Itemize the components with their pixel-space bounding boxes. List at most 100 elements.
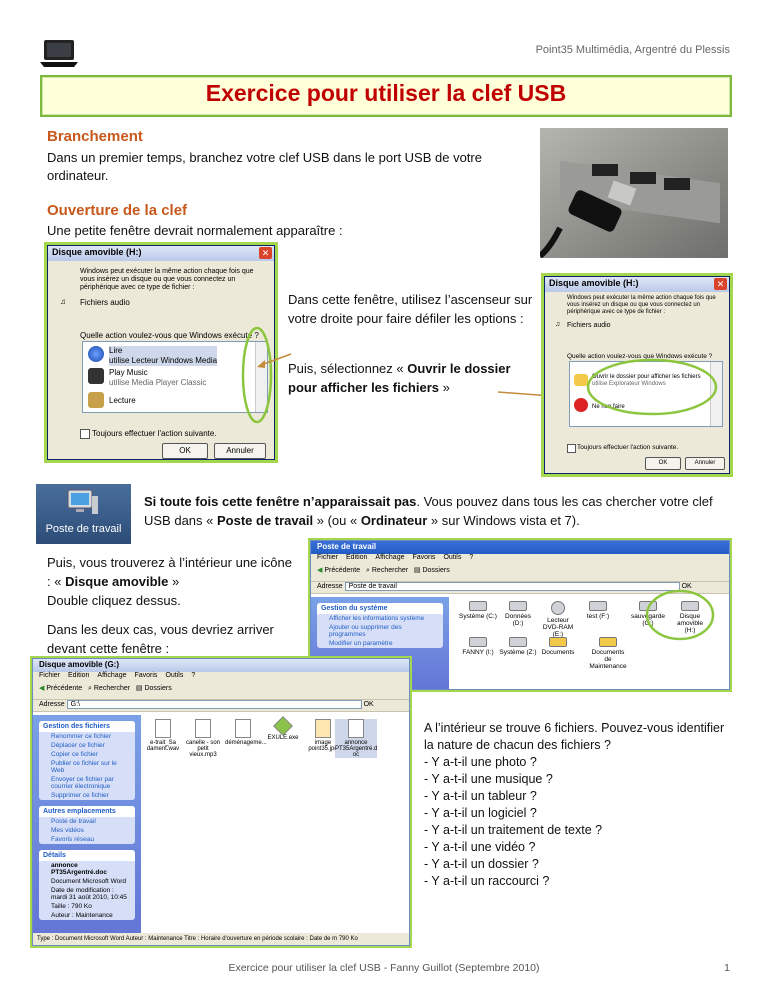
file-shortcut[interactable]: déménageme... — [225, 719, 267, 746]
side-item-network[interactable]: Favoris réseau — [51, 836, 94, 843]
close-icon[interactable]: ✕ — [259, 247, 272, 259]
go-button[interactable]: OK — [363, 701, 374, 708]
back-button[interactable]: Précédente — [46, 685, 83, 692]
list-scrollbar[interactable] — [255, 342, 267, 412]
dialog-question: Quelle action voulez-vous que Windows ex… — [567, 353, 713, 360]
program-icon — [273, 716, 293, 736]
header-org: Point35 Multimédia, Argentré du Plessis — [535, 44, 730, 56]
drive-i[interactable]: FANNY (I:) — [459, 637, 497, 656]
drive-e[interactable]: Lecteur DVD-RAM (E:) — [539, 601, 577, 638]
go-button[interactable]: OK — [681, 583, 692, 590]
ok-button[interactable]: OK — [645, 457, 681, 470]
drive-z[interactable]: Système (Z:) — [499, 637, 537, 656]
drive-c[interactable]: Système (C:) — [459, 601, 497, 620]
menu-fichier[interactable]: Fichier — [39, 672, 61, 679]
menu-favoris[interactable]: Favoris — [412, 554, 436, 561]
side-item-delete[interactable]: Supprimer ce fichier — [51, 792, 109, 799]
search-button[interactable]: Rechercher — [93, 685, 131, 692]
drive-icon — [509, 601, 527, 611]
drive-icon — [509, 637, 527, 647]
back-icon[interactable]: ◀ — [317, 567, 323, 574]
audio-file-icon — [155, 719, 171, 738]
folder-documents-maintenance[interactable]: Documents de Maintenance — [589, 637, 627, 670]
dialog-filetype: Fichiers audio — [567, 322, 611, 329]
file-exe[interactable]: EXULE.exe — [265, 716, 301, 741]
explorer-toolbar: ◀ Précédente ⌕ Rechercher ▤ Dossiers — [311, 564, 729, 582]
menu-outils[interactable]: Outils — [165, 672, 184, 679]
menu-affichage[interactable]: Affichage — [375, 554, 405, 561]
drive-h-removable[interactable]: Disque amovible (H:) — [671, 601, 709, 634]
folders-button[interactable]: Dossiers — [144, 685, 172, 692]
drive-f[interactable]: test (F:) — [579, 601, 617, 620]
action-item-open-folder[interactable]: Ouvrir le dossier pour afficher les fich… — [592, 374, 701, 387]
cancel-button[interactable]: Annuler — [685, 457, 725, 470]
side-item-poste[interactable]: Poste de travail — [51, 818, 96, 825]
image-icon — [315, 719, 331, 738]
side-item-rename[interactable]: Renommer ce fichier — [51, 733, 111, 740]
menu-aide[interactable]: ? — [191, 672, 196, 679]
side-item-move[interactable]: Déplacer ce fichier — [51, 742, 105, 749]
menu-favoris[interactable]: Favoris — [134, 672, 158, 679]
always-checkbox[interactable] — [80, 429, 90, 439]
folders-button[interactable]: Dossiers — [422, 567, 450, 574]
folder-documents[interactable]: Documents — [539, 637, 577, 656]
detail-type: Document Microsoft Word — [51, 878, 127, 885]
explorer-titlebar: Poste de travail — [311, 541, 729, 554]
media-player-classic-icon — [88, 368, 104, 384]
side-panel-details: Détails annonce PT35Argentré.doc Documen… — [39, 850, 135, 920]
disque-instruction: Puis, vous trouverez à l’intérieur une i… — [47, 555, 292, 608]
audio-file-icon: ♫ — [60, 297, 66, 306]
file-mp3[interactable]: canelle - son petit vieux.mp3 — [185, 719, 221, 758]
address-bar: Adresse Poste de travail OK — [311, 582, 729, 594]
scroll-instruction: Dans cette fenêtre, utilisez l’ascenseur… — [288, 292, 533, 326]
document-icon — [235, 719, 251, 738]
question-item: - Y a-t-il un raccourci ? — [424, 874, 550, 888]
side-item-settings[interactable]: Modifier un paramètre — [329, 640, 393, 647]
back-button[interactable]: Précédente — [324, 567, 361, 574]
ok-button[interactable]: OK — [162, 443, 208, 459]
search-icon: ⌕ — [88, 685, 92, 692]
window-instruction: Dans les deux cas, vous devriez arriver … — [47, 622, 274, 656]
file-jpg[interactable]: image point35.jpg — [305, 719, 341, 752]
question-item: - Y a-t-il un tableur ? — [424, 789, 537, 803]
drive-d[interactable]: Données (D:) — [499, 601, 537, 627]
side-item-copy[interactable]: Copier ce fichier — [51, 751, 98, 758]
side-panel-files: Gestion des fichiers Renommer ce fichier… — [39, 721, 135, 800]
menu-affichage[interactable]: Affichage — [97, 672, 127, 679]
poste-de-travail-tile: Poste de travail — [36, 484, 131, 544]
explorer-titlebar: Disque amovible (G:) — [33, 659, 409, 672]
action-item-lecture[interactable]: Lecture — [109, 396, 136, 405]
dialog-title: Disque amovible (H:) — [52, 247, 142, 257]
side-item-programs[interactable]: Ajouter ou supprimer des programmes — [329, 624, 402, 638]
side-item-info[interactable]: Afficher les informations système — [329, 615, 425, 622]
search-button[interactable]: Rechercher — [371, 567, 409, 574]
select-instruction: Puis, sélectionnez « Ouvrir le dossier p… — [288, 361, 511, 395]
poste-instruction: Si toute fois cette fenêtre n’apparaissa… — [144, 494, 713, 528]
menu-fichier[interactable]: Fichier — [317, 554, 339, 561]
back-icon[interactable]: ◀ — [39, 685, 45, 692]
section-text-branchement: Dans un premier temps, branchez votre cl… — [47, 150, 482, 183]
side-item-videos[interactable]: Mes vidéos — [51, 827, 84, 834]
side-item-email[interactable]: Envoyer ce fichier par courrier électron… — [51, 776, 114, 790]
status-bar: Type : Document Microsoft Word Auteur : … — [33, 933, 409, 945]
address-input[interactable]: Poste de travail — [344, 582, 680, 591]
address-input[interactable]: G:\ — [66, 700, 362, 709]
explorer-menu: Fichier Edition Affichage Favoris Outils? — [311, 554, 729, 564]
menu-edition[interactable]: Edition — [68, 672, 90, 679]
side-item-publish[interactable]: Publier ce fichier sur le Web — [51, 760, 117, 774]
close-icon[interactable]: ✕ — [714, 278, 727, 290]
cancel-button[interactable]: Annuler — [214, 443, 266, 459]
drive-icon — [469, 601, 487, 611]
address-bar: Adresse G:\ OK — [33, 700, 409, 712]
menu-edition[interactable]: Edition — [346, 554, 368, 561]
dialog-filetype: Fichiers audio — [80, 298, 130, 307]
file-doc[interactable]: annonce PT35Argentré.d oc — [335, 719, 377, 758]
file-wav[interactable]: e-trait_Sa dament.wav — [145, 719, 181, 752]
always-checkbox[interactable] — [567, 444, 576, 453]
menu-outils[interactable]: Outils — [443, 554, 462, 561]
menu-aide[interactable]: ? — [469, 554, 474, 561]
side-panel-head: Gestion des fichiers — [39, 721, 135, 732]
